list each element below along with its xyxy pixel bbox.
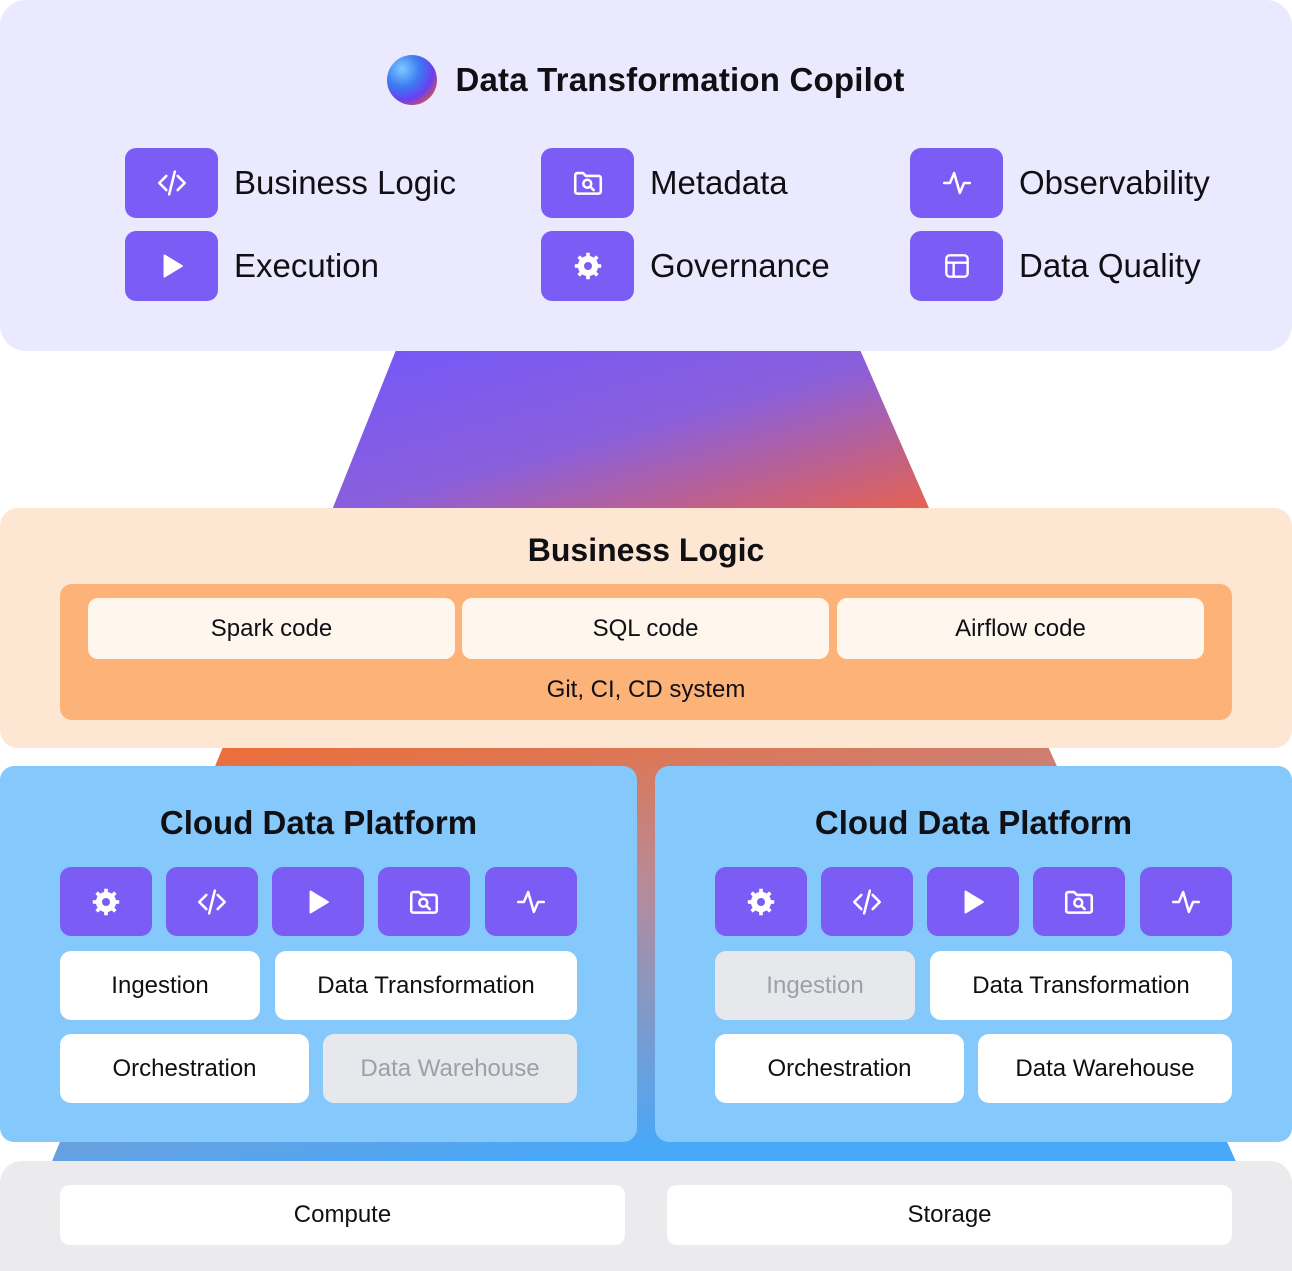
data-warehouse-component: Data Warehouse [978,1034,1232,1103]
spark-code-item: Spark code [88,598,455,659]
play-icon [927,867,1019,936]
data-transformation-component: Data Transformation [930,951,1232,1020]
pulse-icon [485,867,577,936]
copilot-panel: Data Transformation Copilot Business Log… [0,0,1292,351]
folder-search-icon [378,867,470,936]
infrastructure-panel: Compute Storage [0,1161,1292,1271]
copilot-to-logic-connector [330,345,932,515]
feature-label: Business Logic [234,164,456,201]
pulse-icon [910,148,1003,218]
feature-metadata: Metadata [541,148,788,218]
code-icon [821,867,913,936]
git-ci-cd-label: Git, CI, CD system [546,676,746,703]
copilot-header: Data Transformation Copilot [0,54,1292,106]
sql-code-item: SQL code [462,598,829,659]
feature-business-logic: Business Logic [125,148,456,218]
cloud-data-platform-right: Cloud Data Platform Ingestion Data Trans… [655,766,1292,1142]
data-transformation-component: Data Transformation [275,951,577,1020]
code-system-box: Spark code SQL code Airflow code Git, CI… [60,584,1232,720]
feature-governance: Governance [541,231,830,301]
copilot-title: Data Transformation Copilot [455,61,905,98]
play-icon [272,867,364,936]
table-icon [910,231,1003,301]
copilot-logo [387,55,438,105]
business-logic-panel: Business Logic Spark code SQL code Airfl… [0,508,1292,748]
platform-title: Cloud Data Platform [159,804,478,841]
play-icon [125,231,218,301]
gear-icon [715,867,807,936]
feature-observability: Observability [910,148,1210,218]
cloud-data-platform-left: Cloud Data Platform Ingestion Data Trans… [0,766,637,1142]
feature-label: Observability [1019,164,1210,201]
feature-data-quality: Data Quality [910,231,1201,301]
compute-item: Compute [60,1185,625,1245]
orchestration-component: Orchestration [715,1034,964,1103]
feature-label: Data Quality [1019,247,1201,284]
feature-label: Metadata [650,164,788,201]
gear-icon [60,867,152,936]
storage-item: Storage [667,1185,1232,1245]
platform-title: Cloud Data Platform [814,804,1133,841]
data-warehouse-component: Data Warehouse [323,1034,577,1103]
code-icon [125,148,218,218]
ingestion-component: Ingestion [715,951,915,1020]
folder-search-icon [1033,867,1125,936]
gear-icon [541,231,634,301]
pulse-icon [1140,867,1232,936]
orchestration-component: Orchestration [60,1034,309,1103]
folder-search-icon [541,148,634,218]
feature-label: Execution [234,247,379,284]
feature-label: Governance [650,247,830,284]
ingestion-component: Ingestion [60,951,260,1020]
business-logic-title: Business Logic [527,532,765,568]
airflow-code-item: Airflow code [837,598,1204,659]
feature-execution: Execution [125,231,379,301]
code-icon [166,867,258,936]
